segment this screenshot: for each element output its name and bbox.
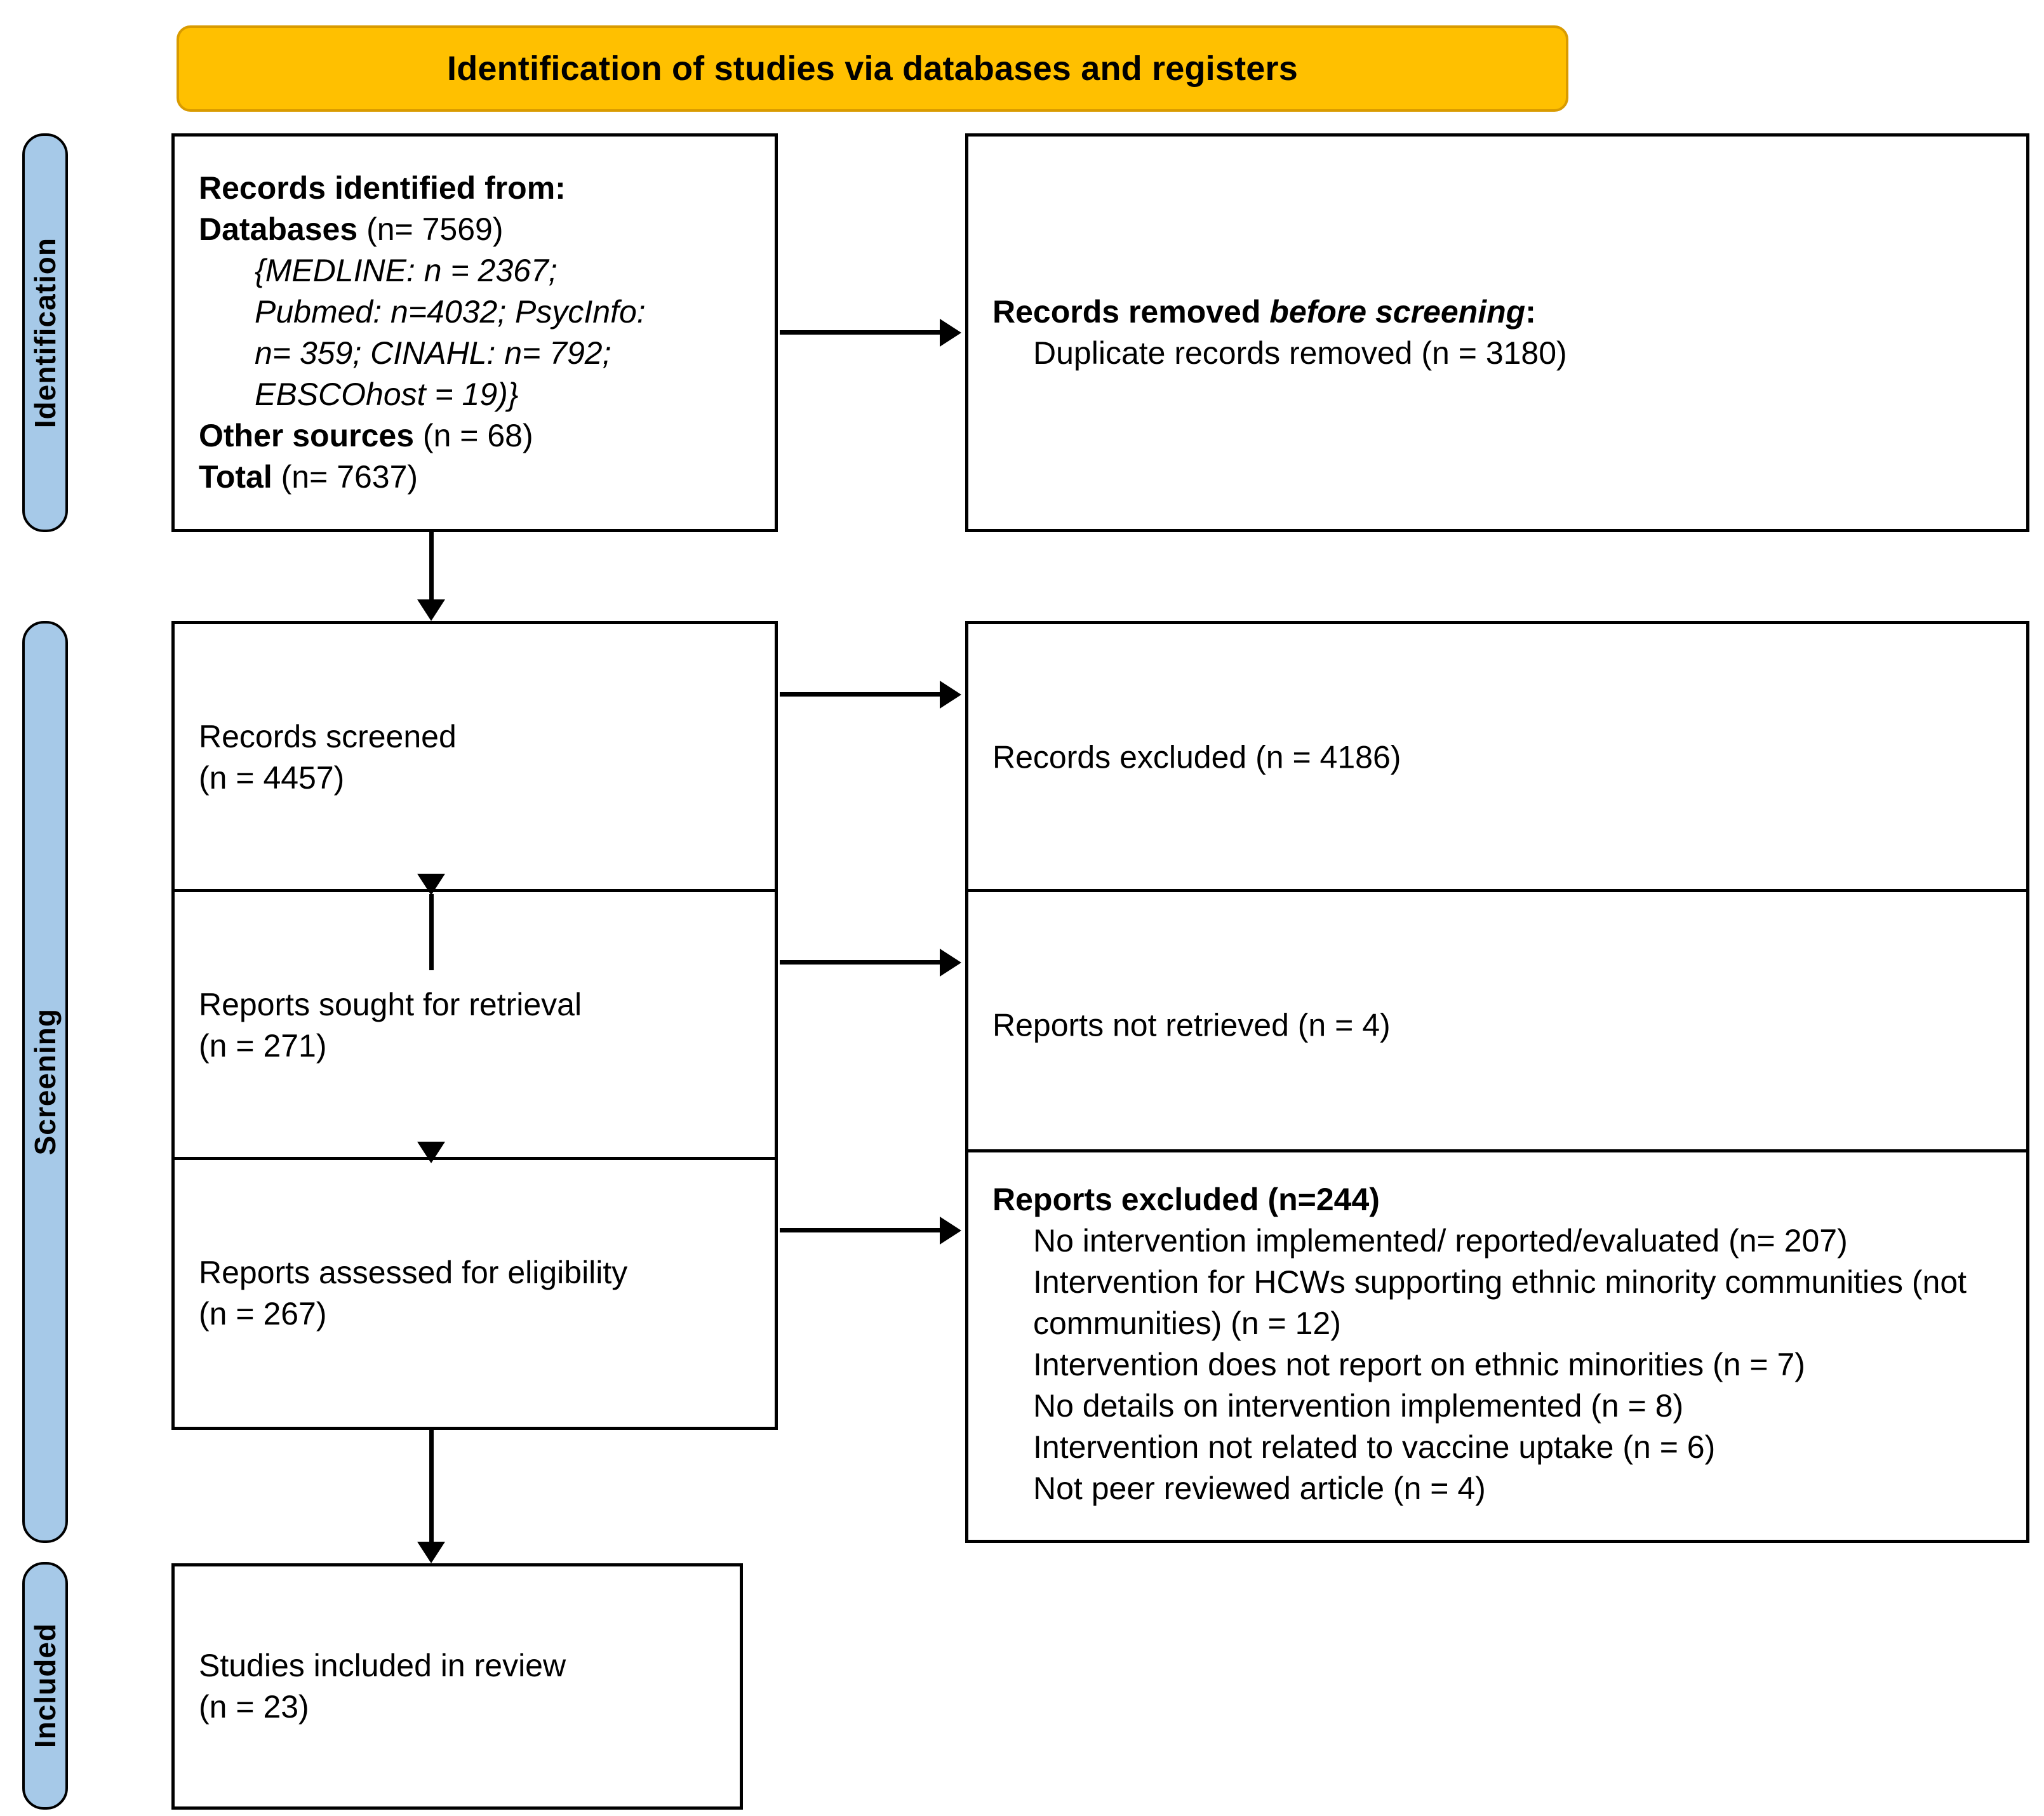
databases-detail-line-4: EBSCOhost = 19)}	[255, 377, 519, 412]
records-screened-count: (n = 4457)	[199, 760, 345, 796]
reports-sought-label: Reports sought for retrieval	[199, 987, 582, 1022]
box-records-excluded: Records excluded (n = 4186)	[965, 621, 2029, 894]
box-studies-included-content: Studies included in review (n = 23)	[199, 1645, 725, 1728]
arrow-down-icon	[417, 1142, 445, 1163]
arrow-right-icon	[940, 681, 961, 709]
databases-detail-line-2: Pubmed: n=4032; PsycInfo:	[255, 294, 646, 330]
reports-not-retrieved-label: Reports not retrieved (n = 4)	[992, 1007, 1391, 1043]
connector-assessed-to-reports-excluded	[780, 1228, 944, 1232]
records-excluded-label: Records excluded (n = 4186)	[992, 739, 1401, 775]
exclusion-reason: Intervention does not report on ethnic m…	[1033, 1347, 1805, 1382]
box-reports-sought: Reports sought for retrieval (n = 271)	[171, 889, 778, 1162]
arrow-right-icon	[940, 949, 961, 977]
exclusion-reason: Not peer reviewed article (n = 4)	[1033, 1471, 1486, 1506]
exclusion-reason: No details on intervention implemented (…	[1033, 1388, 1684, 1424]
stage-rail-identification: Identification	[22, 133, 68, 532]
connector-sought-to-not-retrieved	[780, 960, 944, 965]
box-reports-not-retrieved: Reports not retrieved (n = 4)	[965, 889, 2029, 1162]
arrow-down-icon	[417, 874, 445, 895]
stage-label-included: Included	[29, 1623, 62, 1749]
total-line: Total (n= 7637)	[199, 457, 759, 498]
box-studies-included: Studies included in review (n = 23)	[171, 1563, 743, 1810]
duplicate-records-removed: Duplicate records removed (n = 3180)	[1033, 335, 1567, 371]
stage-label-screening: Screening	[29, 1008, 62, 1156]
connector-screened-to-excluded	[780, 692, 944, 697]
other-sources-count: (n = 68)	[422, 418, 533, 453]
box-reports-not-retrieved-content: Reports not retrieved (n = 4)	[992, 1005, 2011, 1046]
records-removed-heading-colon: :	[1525, 294, 1536, 330]
box-records-identified-content: Records identified from: Databases (n= 7…	[199, 168, 759, 498]
other-sources-label: Other sources	[199, 418, 415, 453]
diagram-title: Identification of studies via databases …	[447, 50, 1298, 88]
records-removed-heading-plain: Records removed	[992, 294, 1270, 330]
connector-identified-to-screened	[429, 532, 434, 599]
arrow-down-icon	[417, 599, 445, 621]
arrow-down-icon	[417, 1542, 445, 1563]
exclusion-reason: Intervention for HCWs supporting ethnic …	[1033, 1264, 1967, 1341]
box-records-screened-content: Records screened (n = 4457)	[199, 716, 759, 799]
studies-included-count: (n = 23)	[199, 1689, 309, 1725]
box-reports-sought-content: Reports sought for retrieval (n = 271)	[199, 984, 759, 1067]
total-count: (n= 7637)	[281, 459, 418, 495]
databases-detail-line-3: n= 359; CINAHL: n= 792;	[255, 335, 611, 371]
stage-rail-screening: Screening	[22, 621, 68, 1543]
exclusion-reason: No intervention implemented/ reported/ev…	[1033, 1223, 1848, 1259]
databases-label: Databases	[199, 211, 358, 247]
reports-sought-count: (n = 271)	[199, 1028, 327, 1064]
records-removed-heading: Records removed before screening:	[992, 291, 2011, 333]
connector-identified-to-removed	[780, 330, 944, 335]
total-label: Total	[199, 459, 272, 495]
databases-count: (n= 7569)	[366, 211, 504, 247]
exclusion-reason: Intervention not related to vaccine upta…	[1033, 1429, 1716, 1465]
arrow-right-icon	[940, 319, 961, 347]
diagram-title-banner: Identification of studies via databases …	[177, 25, 1568, 112]
databases-detail-line-1: {MEDLINE: n = 2367;	[255, 253, 558, 288]
records-removed-heading-italic: before screening	[1269, 294, 1526, 330]
connector-screened-to-sought-line-2	[429, 894, 434, 970]
box-records-excluded-content: Records excluded (n = 4186)	[992, 737, 2011, 778]
records-identified-heading: Records identified from:	[199, 170, 566, 206]
records-screened-label: Records screened	[199, 719, 457, 754]
box-records-removed-content: Records removed before screening: Duplic…	[992, 291, 2011, 374]
other-sources-line: Other sources (n = 68)	[199, 415, 759, 457]
records-identified-databases-line: Databases (n= 7569)	[199, 209, 759, 250]
studies-included-label: Studies included in review	[199, 1648, 566, 1683]
connector-assessed-to-included	[429, 1430, 434, 1542]
stage-label-identification: Identification	[29, 237, 62, 429]
box-records-screened: Records screened (n = 4457)	[171, 621, 778, 894]
box-reports-assessed-content: Reports assessed for eligibility (n = 26…	[199, 1252, 759, 1335]
box-records-removed: Records removed before screening: Duplic…	[965, 133, 2029, 532]
arrow-right-icon	[940, 1217, 961, 1245]
box-reports-excluded-content: Reports excluded (n=244) No intervention…	[992, 1179, 2011, 1509]
reports-assessed-label: Reports assessed for eligibility	[199, 1255, 628, 1290]
box-records-identified: Records identified from: Databases (n= 7…	[171, 133, 778, 532]
reports-assessed-count: (n = 267)	[199, 1296, 327, 1332]
reports-excluded-heading: Reports excluded (n=244)	[992, 1182, 1380, 1217]
stage-rail-included: Included	[22, 1562, 68, 1810]
box-reports-excluded: Reports excluded (n=244) No intervention…	[965, 1149, 2029, 1543]
box-reports-assessed: Reports assessed for eligibility (n = 26…	[171, 1157, 778, 1430]
